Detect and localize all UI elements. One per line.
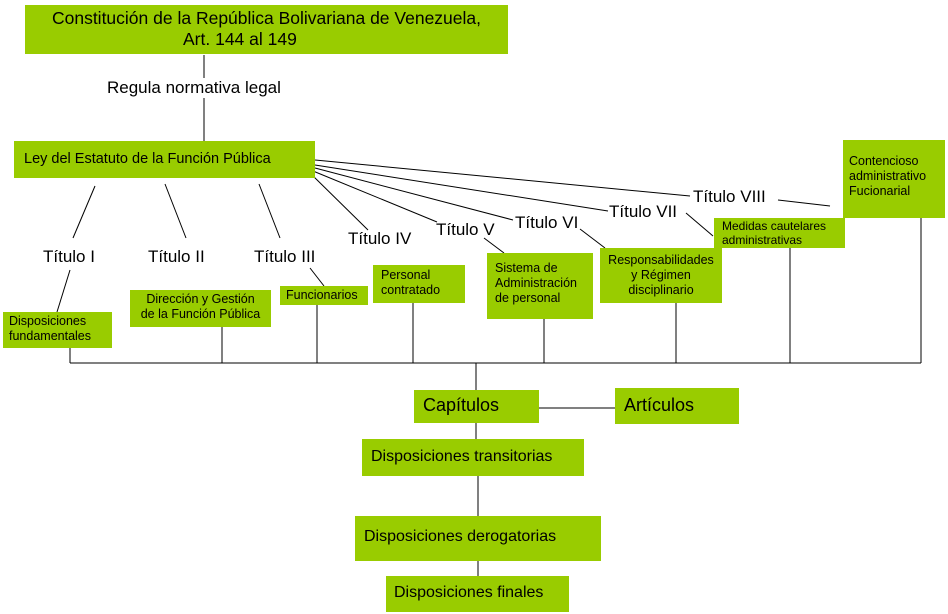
content-box-1-line-1: Disposiciones xyxy=(9,314,87,328)
content-box-3: Funcionarios xyxy=(280,286,368,305)
content-box-5-line-1: Sistema de xyxy=(495,261,558,275)
constitution-line-1: Constitución de la República Bolivariana… xyxy=(51,8,482,28)
disposiciones-derogatorias-box: Disposiciones derogatorias xyxy=(355,516,601,561)
connector-ley-t2 xyxy=(164,183,187,239)
content-box-6-line-2: y Régimen xyxy=(631,267,691,282)
content-box-2: Dirección y Gestión de la Función Públic… xyxy=(130,290,271,327)
content-box-8-line-2: administrativo xyxy=(849,168,927,183)
content-box-8-line-1: Contencioso xyxy=(849,154,919,168)
connector-t1-c1 xyxy=(56,269,71,313)
disposiciones-transitorias-box: Disposiciones transitorias xyxy=(362,439,584,476)
connector-ley-t1 xyxy=(72,185,96,239)
articulos-box: Artículos xyxy=(615,388,739,424)
titulo-7-label: Título VII xyxy=(609,202,678,221)
titulo-1-label: Título I xyxy=(43,247,95,266)
connector-ley-t3 xyxy=(258,183,281,239)
content-box-4: Personal contratado xyxy=(373,265,465,303)
content-box-4-line-1: Personal xyxy=(381,268,431,282)
content-box-4-line-2: contratado xyxy=(381,282,441,297)
content-box-6-line-3: disciplinario xyxy=(628,282,694,297)
content-box-5-line-2: Administración xyxy=(495,275,577,290)
content-box-8: Contencioso administrativo Fucionarial xyxy=(843,140,945,218)
connector-ley-t8 xyxy=(314,159,691,197)
content-box-7-line-1: Medidas cautelares xyxy=(722,219,827,233)
constitution-line-2: Art. 144 al 149 xyxy=(183,28,297,49)
content-box-7: Medidas cautelares administrativas xyxy=(714,218,845,248)
titulo-6-label: Título VI xyxy=(515,213,579,232)
titulo-4-label: Título IV xyxy=(348,229,412,248)
content-box-5: Sistema de Administración de personal xyxy=(487,253,593,319)
connector-t7-c7 xyxy=(685,212,714,237)
titulo-5-label: Título V xyxy=(436,220,495,239)
capitulos-box: Capítulos xyxy=(414,390,539,423)
content-box-1-line-2: fundamentales xyxy=(9,328,92,343)
titulo-3-label: Título III xyxy=(254,247,316,266)
content-box-6: Responsabilidades y Régimen disciplinari… xyxy=(600,248,722,303)
regula-label: Regula normativa legal xyxy=(105,78,283,98)
disposiciones-finales-box: Disposiciones finales xyxy=(386,576,569,612)
content-box-3-line-1: Funcionarios xyxy=(286,288,358,302)
content-box-2-line-1: Dirección y Gestión xyxy=(146,292,255,306)
connector-ley-t7 xyxy=(314,164,609,212)
content-box-8-line-3: Fucionarial xyxy=(849,183,911,198)
content-box-7-line-2: administrativas xyxy=(722,233,803,248)
connector-t8-c8 xyxy=(777,199,831,207)
connector-ley-t4 xyxy=(309,172,369,231)
titulo-8-label: Título VIII xyxy=(691,187,768,207)
connector-t5-c5 xyxy=(483,237,505,254)
content-box-2-line-2: de la Función Pública xyxy=(140,306,261,321)
constitution-box: Constitución de la República Bolivariana… xyxy=(25,5,508,54)
titulo-2-label: Título II xyxy=(148,247,205,266)
content-box-6-line-1: Responsabilidades xyxy=(608,253,714,267)
connector-t3-c3 xyxy=(309,267,325,287)
content-box-1: Disposiciones fundamentales xyxy=(3,312,112,348)
connector-ley-t5 xyxy=(312,170,438,223)
connector-t6-c6 xyxy=(579,228,606,249)
connector-ley-t6 xyxy=(314,167,514,221)
ley-box: Ley del Estatuto de la Función Pública xyxy=(14,141,315,178)
content-box-5-line-3: de personal xyxy=(495,290,561,305)
